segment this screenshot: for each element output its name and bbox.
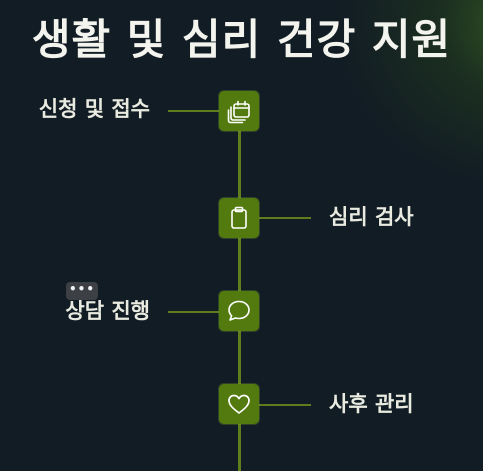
page-title: 생활 및 심리 건강 지원 [31, 15, 452, 64]
more-options-button[interactable]: ••• [66, 282, 98, 300]
connector-step-1 [168, 110, 220, 112]
step-4-label: 사후 관리 [329, 392, 414, 416]
calendar-stack-icon [227, 100, 250, 124]
step-2-label: 심리 검사 [329, 205, 414, 229]
connector-step-4 [259, 404, 311, 406]
timeline-node-step-4[interactable] [219, 384, 259, 424]
step-1-label: 신청 및 접수 [38, 97, 150, 121]
connector-step-2 [259, 217, 311, 219]
timeline-node-step-2[interactable] [219, 198, 259, 238]
timeline-node-step-3[interactable] [219, 291, 259, 331]
chat-bubble-icon [228, 300, 250, 321]
step-3-label: 상담 진행 [65, 299, 150, 323]
heart-icon [228, 394, 250, 414]
clipboard-icon [231, 206, 247, 229]
timeline-node-step-1[interactable] [219, 91, 259, 131]
connector-step-3 [168, 311, 220, 313]
